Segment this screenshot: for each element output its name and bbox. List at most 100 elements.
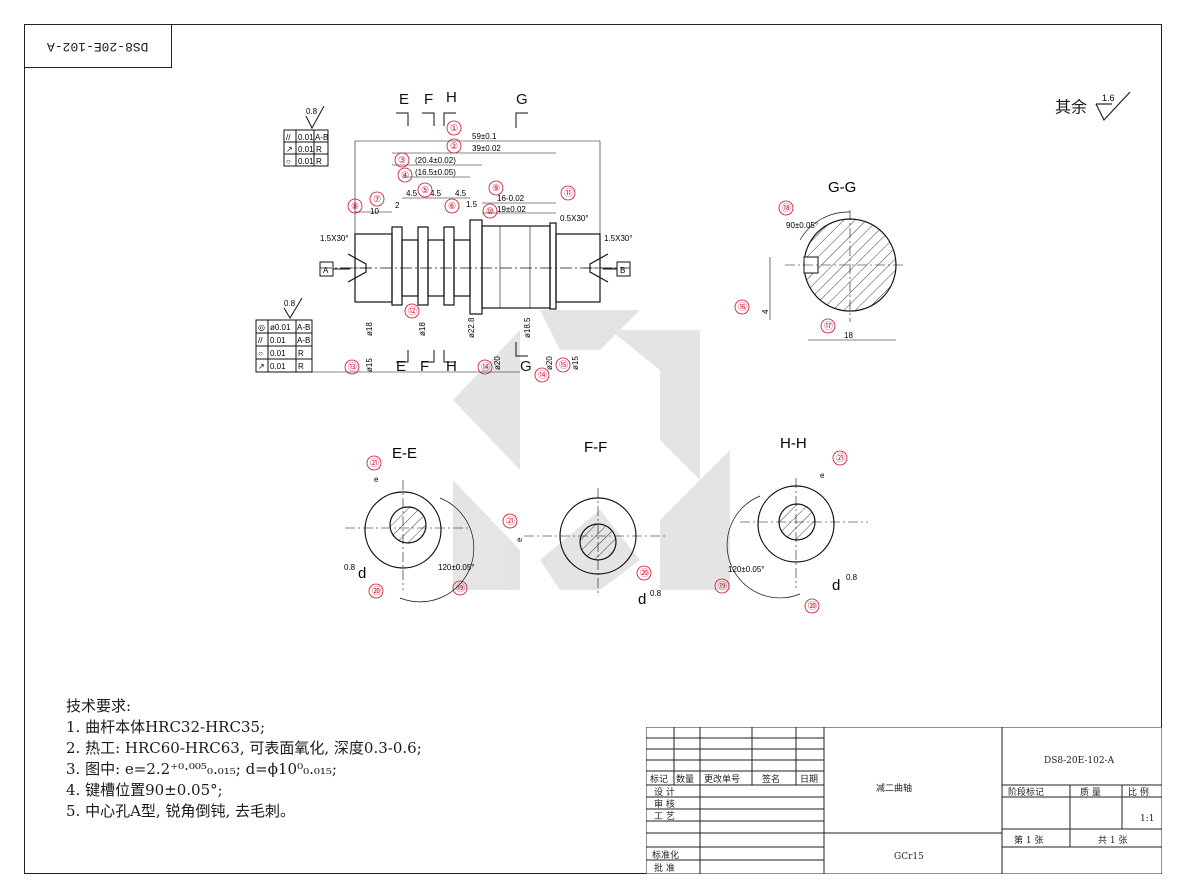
svg-text:0.01: 0.01 [298, 157, 314, 166]
svg-text:共 1 张: 共 1 张 [1098, 835, 1127, 846]
callout-9: ⑨ [492, 183, 500, 193]
general-roughness-note: 其余 1.6 [1055, 91, 1138, 124]
svg-text:A: A [323, 266, 329, 275]
svg-text:批 准: 批 准 [654, 862, 675, 874]
section-ff: F-F e d 0.8 [515, 439, 668, 608]
tech-item: 3. 图中: e=2.2⁺⁰·⁰⁰⁵₀.₀₁₅; d=ϕ10⁰₀.₀₁₅; [66, 760, 337, 778]
drawing-number-stamp: DS8-20E-102-A [24, 24, 172, 68]
roughness-bottom-icon: 0.8 [283, 297, 303, 319]
svg-text:59±0.1: 59±0.1 [472, 132, 497, 141]
svg-text:G: G [520, 358, 532, 375]
callout-5: ⑤ [421, 185, 429, 195]
callout-3: ③ [398, 155, 406, 165]
svg-text:第 1 张: 第 1 张 [1014, 834, 1043, 846]
svg-text:标记: 标记 [650, 773, 668, 785]
svg-text:ø18.5: ø18.5 [523, 317, 532, 338]
svg-text:0.5X30°: 0.5X30° [560, 214, 589, 223]
top-dimension-texts: 59±0.1 39±0.02 (20.4±0.02) (16.5±0.05) 4… [320, 132, 633, 243]
section-gg: G-G 90±0.05° 4 18 [761, 179, 905, 341]
roughness-symbol-icon: 1.6 [1095, 91, 1131, 122]
svg-text:120±0.05°: 120±0.05° [728, 565, 765, 574]
tech-heading: 技术要求: [66, 697, 132, 715]
svg-text:0.8: 0.8 [306, 107, 318, 116]
svg-text:R: R [316, 145, 322, 154]
title-drawing-number: DS8-20E-102-A [1044, 756, 1115, 766]
callout-13: ⑬ [348, 362, 357, 372]
svg-text:B: B [620, 266, 625, 275]
tech-item: 5. 中心孔A型, 锐角倒钝, 去毛刺。 [66, 802, 295, 820]
svg-text:e: e [374, 475, 379, 484]
datum-b: B [603, 261, 631, 277]
svg-text:2: 2 [395, 201, 400, 210]
svg-text:1.6: 1.6 [1102, 93, 1115, 103]
svg-text:E: E [396, 358, 406, 375]
svg-text:18: 18 [844, 331, 853, 340]
svg-text:○: ○ [258, 349, 263, 358]
svg-text:d: d [638, 591, 646, 608]
svg-text:4.5: 4.5 [406, 189, 418, 198]
svg-text:e: e [515, 537, 524, 542]
svg-text:10: 10 [370, 207, 379, 216]
svg-text:R: R [316, 157, 322, 166]
svg-text:0.01: 0.01 [298, 145, 314, 154]
svg-text:G-G: G-G [828, 179, 856, 196]
svg-text:d: d [358, 565, 366, 582]
svg-text:ø18: ø18 [418, 322, 427, 336]
svg-text:ø22.8: ø22.8 [467, 317, 476, 338]
callout-20b: ⑳ [640, 568, 649, 578]
callout-7: ⑦ [373, 194, 381, 204]
svg-text:R: R [298, 349, 304, 358]
svg-text:16-0.02: 16-0.02 [497, 194, 525, 203]
main-shaft-view [320, 219, 630, 315]
roughness-top-icon: 0.8 [305, 105, 325, 130]
callout-18: ⑱ [782, 203, 791, 213]
svg-text:4.5: 4.5 [455, 189, 467, 198]
callout-19a: ⑲ [456, 583, 465, 593]
svg-text:1.5X30°: 1.5X30° [320, 234, 349, 243]
svg-text:E-E: E-E [392, 445, 417, 462]
svg-text:G: G [516, 91, 528, 108]
callout-1: ① [450, 123, 458, 133]
svg-text:ø15: ø15 [571, 356, 580, 370]
diameter-labels: ø15 ø18 ø18 ø22.8 ø20 ø18.5 ø20 ø15 [365, 317, 580, 372]
title-block: 标记 数量 更改单号 签名 日期 设 计 审 核 工 艺 标准化 批 准 减二曲… [646, 727, 1162, 874]
top-dimensions [354, 140, 601, 234]
svg-text:4: 4 [761, 309, 770, 314]
callout-15: ⑮ [559, 360, 568, 370]
callout-4: ④ [401, 170, 409, 180]
svg-text:F: F [420, 358, 429, 375]
svg-text:19±0.02: 19±0.02 [497, 205, 526, 214]
svg-text:比 例: 比 例 [1128, 786, 1149, 798]
svg-text:◎: ◎ [258, 323, 265, 332]
svg-text:A-B: A-B [297, 323, 310, 332]
svg-text:设 计: 设 计 [654, 786, 675, 798]
callout-6: ⑥ [448, 201, 456, 211]
callout-19b: ⑲ [718, 581, 727, 591]
section-markers-bottom: E F H G [396, 342, 532, 375]
callout-21b: ㉑ [506, 516, 515, 526]
callout-16: ⑯ [738, 302, 747, 312]
svg-text:更改单号: 更改单号 [704, 773, 740, 785]
svg-text:ø20: ø20 [493, 356, 502, 370]
svg-text:0.8: 0.8 [284, 299, 296, 308]
material: GCr15 [894, 852, 924, 862]
svg-text:ø0.01: ø0.01 [270, 323, 291, 332]
callout-21a: ㉑ [370, 458, 379, 468]
svg-text:ø15: ø15 [365, 358, 374, 372]
callout-21c: ㉑ [836, 453, 845, 463]
section-hh: H-H 120±0.05° e d 0.8 [726, 435, 868, 599]
svg-text:ø20: ø20 [545, 356, 554, 370]
callout-17: ⑰ [824, 321, 833, 331]
tech-item: 1. 曲杆本体HRC32-HRC35; [66, 718, 266, 736]
svg-text:ø18: ø18 [365, 322, 374, 336]
svg-text://: // [286, 133, 291, 142]
svg-text:↗: ↗ [258, 362, 265, 371]
callout-12: ⑫ [408, 306, 417, 316]
callout-14b: ⑭ [538, 370, 547, 380]
svg-text:0.8: 0.8 [650, 589, 662, 598]
svg-text:○: ○ [286, 157, 291, 166]
svg-text:签名: 签名 [762, 773, 780, 785]
callout-20a: ⑳ [372, 586, 381, 596]
svg-text:R: R [298, 362, 304, 371]
